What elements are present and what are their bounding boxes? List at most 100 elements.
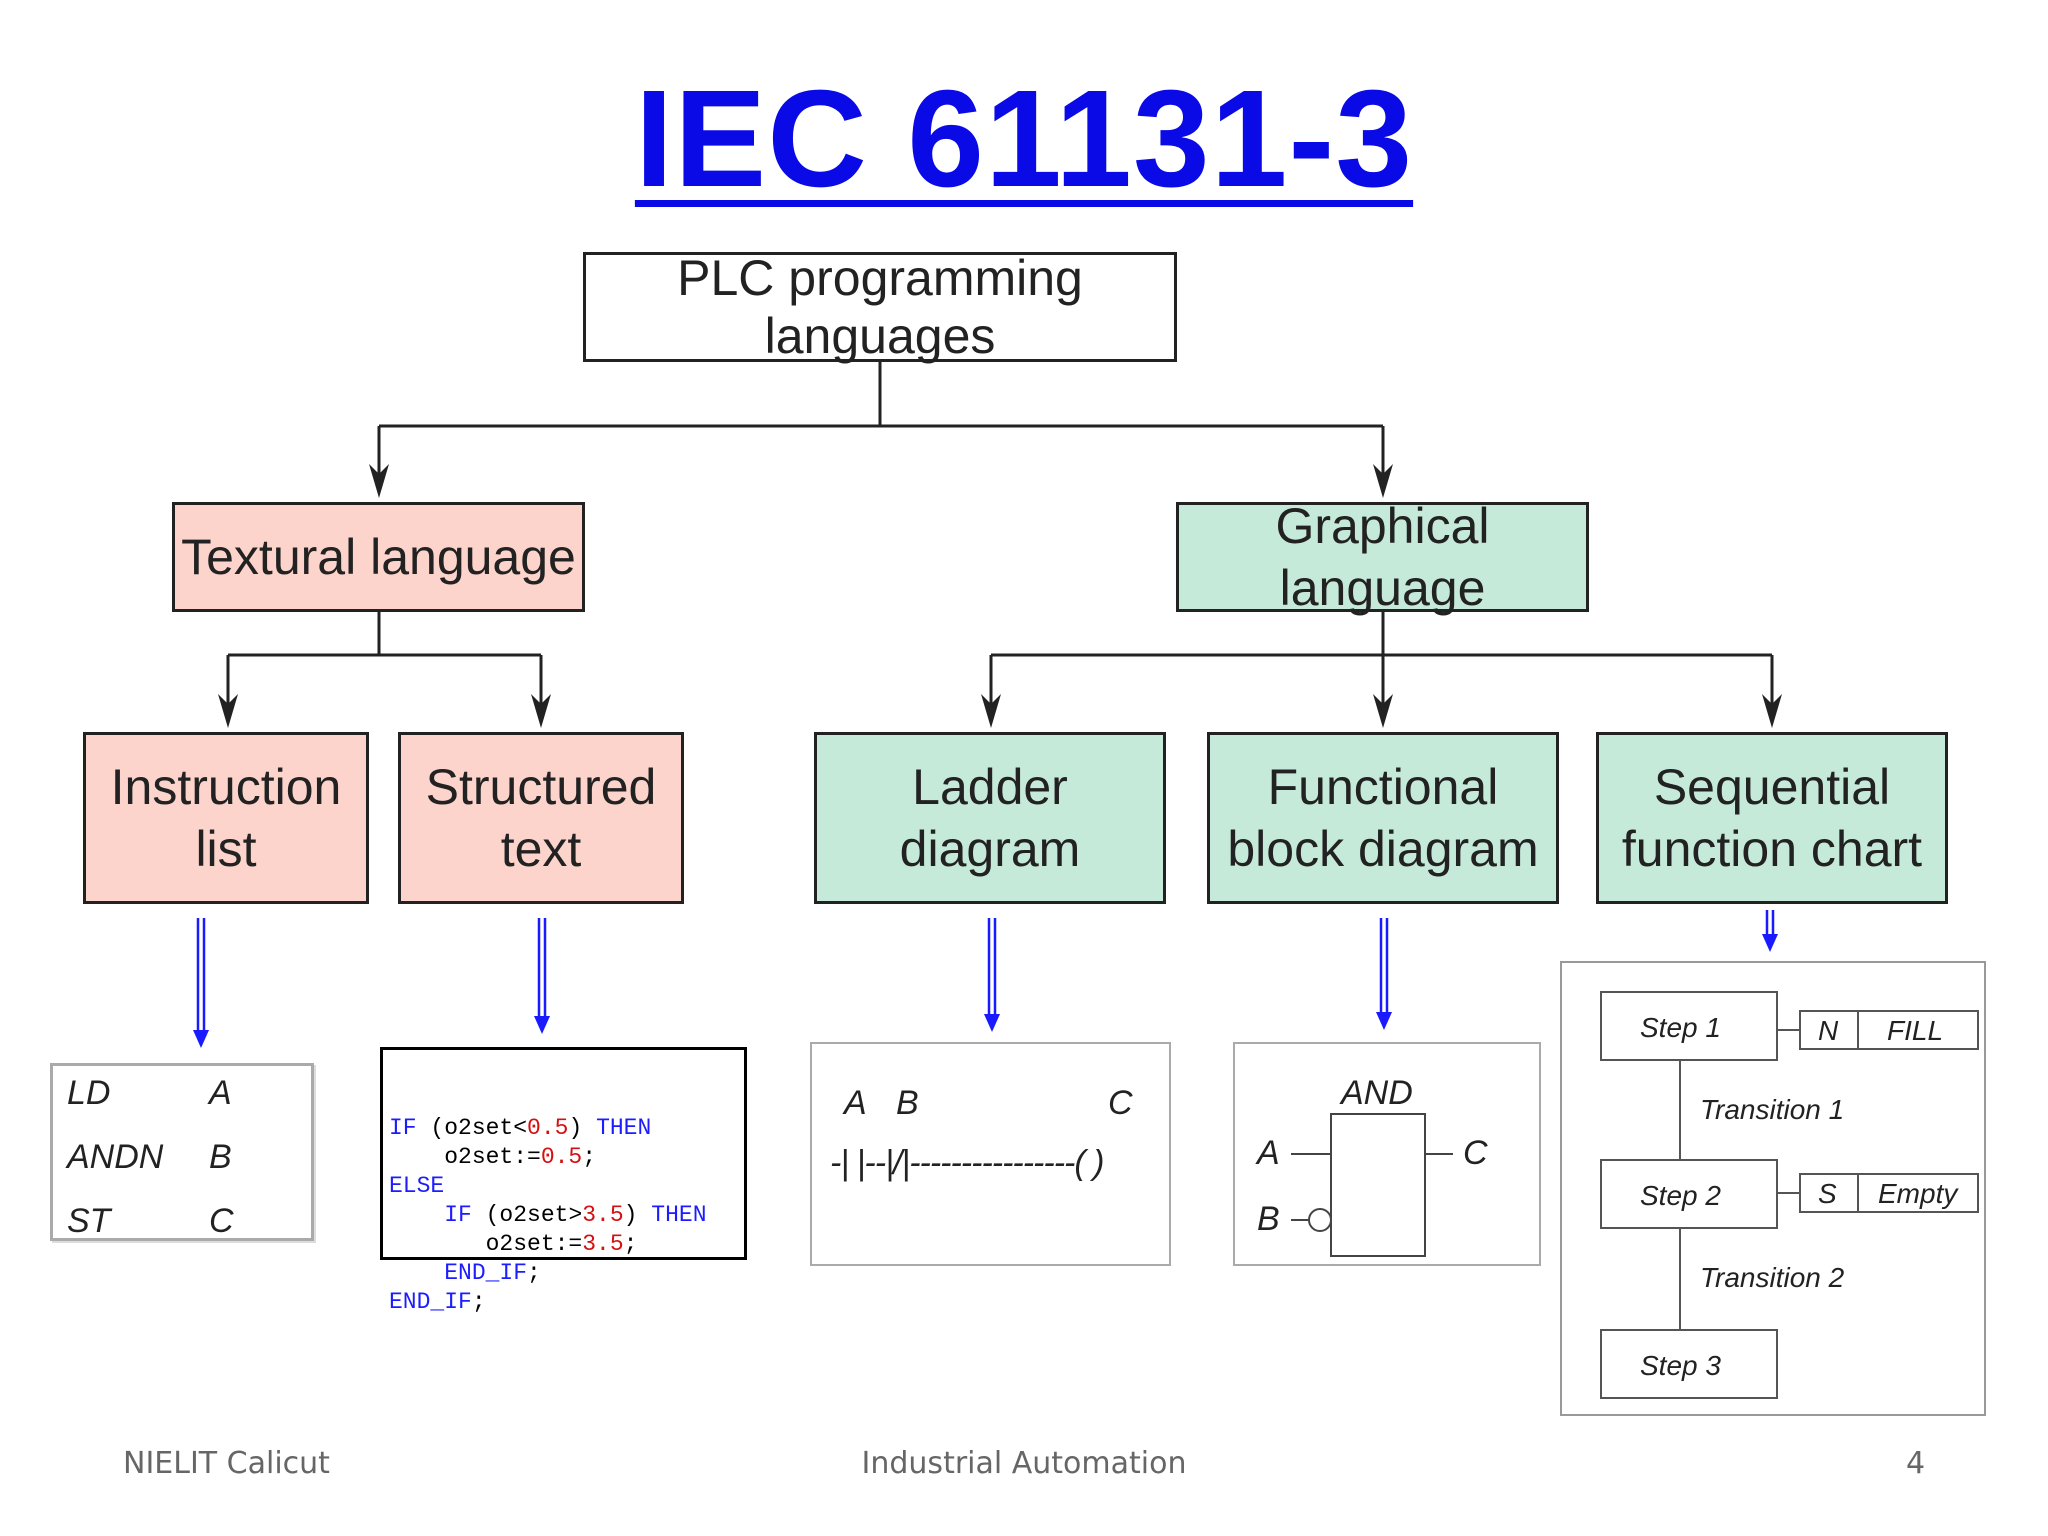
st-keyword: IF <box>444 1202 472 1228</box>
structured-text-line1: Structured <box>425 759 657 815</box>
il-row: ST C <box>67 1202 307 1252</box>
footer-page-number: 4 <box>1906 1446 1926 1481</box>
ladder-contact-b: B <box>896 1084 919 1122</box>
step-3-box <box>1600 1329 1778 1399</box>
fbd-line1: Functional <box>1267 759 1499 815</box>
action-1-box <box>1799 1010 1979 1050</box>
ladder-example-panel: A B C -| |--|/|----------------( ) <box>810 1042 1171 1266</box>
st-example-panel: IF (o2set<0.5) THEN o2set:=0.5;ELSE IF (… <box>380 1047 747 1315</box>
arrowhead <box>369 464 389 498</box>
fbd-box: Functional block diagram <box>1207 732 1559 904</box>
example-arrowhead <box>1376 1012 1392 1030</box>
graphical-language-box: Graphical language <box>1176 498 1589 616</box>
step-2-box <box>1600 1159 1778 1229</box>
st-keyword: END_IF <box>444 1260 528 1286</box>
graphical-language-label: Graphical language <box>1275 498 1490 616</box>
st-keyword: THEN <box>651 1202 707 1228</box>
structured-text-line2: text <box>500 821 582 877</box>
fbd-gate-drawing <box>1291 1113 1453 1257</box>
il-operand: C <box>209 1202 234 1240</box>
root-label: PLC programming languages <box>677 250 1083 364</box>
st-token: (o2set< <box>416 1115 528 1141</box>
sfc-action-2: Empty <box>1878 1178 1958 1209</box>
instruction-list-line1: Instruction <box>110 759 342 815</box>
st-token: (o2set> <box>471 1202 583 1228</box>
structured-text-box: Structured text <box>398 732 684 904</box>
arrowhead <box>218 694 238 728</box>
st-token: o2set:= <box>389 1144 541 1170</box>
and-gate-block <box>1330 1113 1426 1257</box>
il-operand: B <box>209 1138 232 1176</box>
fbd-output-c: C <box>1463 1134 1488 1172</box>
st-code-line: END_IF; <box>389 1259 738 1288</box>
sfc-line2: function chart <box>1621 821 1923 877</box>
st-token <box>389 1202 444 1228</box>
st-token: ; <box>623 1231 638 1257</box>
sfc-box: Sequential function chart <box>1596 732 1948 904</box>
fbd-input-b: B <box>1257 1200 1280 1238</box>
sfc-transition-1: Transition 1 <box>1700 1094 1845 1125</box>
st-code-line: o2set:=0.5; <box>389 1143 738 1172</box>
instruction-list-box: Instruction list <box>83 732 369 904</box>
st-code-line: o2set:=3.5; <box>389 1230 738 1259</box>
example-arrowhead <box>534 1016 550 1034</box>
footer-left: NIELIT Calicut <box>123 1446 330 1481</box>
st-token: ; <box>527 1260 541 1286</box>
arrowhead <box>1373 694 1393 728</box>
example-arrowhead <box>984 1014 1000 1032</box>
sfc-action-1-qualifier: N <box>1818 1015 1839 1046</box>
arrowhead <box>981 694 1001 728</box>
ladder-line1: Ladder <box>912 759 1068 815</box>
fbd-line2: block diagram <box>1227 821 1539 877</box>
example-arrowhead <box>1762 934 1778 952</box>
sfc-action-2-qualifier: S <box>1818 1178 1837 1209</box>
il-operator: ANDN <box>67 1138 164 1176</box>
arrowhead <box>531 694 551 728</box>
il-operand: A <box>209 1074 232 1112</box>
sfc-example-panel: Step 1 Step 2 Step 3 Transition 1 Transi… <box>1560 961 1986 1416</box>
textual-language-box: Textural language <box>172 502 585 612</box>
st-number: 3.5 <box>582 1202 624 1228</box>
st-code-line: IF (o2set<0.5) THEN <box>389 1114 738 1143</box>
st-token: ; <box>471 1289 486 1315</box>
il-example-panel: LD A ANDN B ST C <box>50 1063 314 1241</box>
il-row: ANDN B <box>67 1138 307 1188</box>
st-keyword: IF <box>389 1115 417 1141</box>
instruction-list-line2: list <box>195 821 257 877</box>
sfc-line1: Sequential <box>1653 759 1891 815</box>
st-number: 3.5 <box>582 1231 624 1257</box>
st-token <box>389 1260 444 1286</box>
sfc-drawing <box>1600 991 1979 1399</box>
ladder-diagram-box: Ladder diagram <box>814 732 1166 904</box>
root-box: PLC programming languages <box>583 250 1177 364</box>
st-keyword: END_IF <box>389 1289 472 1315</box>
example-arrowhead <box>193 1030 209 1048</box>
st-code: IF (o2set<0.5) THEN o2set:=0.5;ELSE IF (… <box>389 1114 738 1317</box>
arrowhead <box>1762 694 1782 728</box>
fbd-gate-label: AND <box>1341 1074 1413 1112</box>
st-code-line: END_IF; <box>389 1288 738 1317</box>
fbd-example-panel: AND A B C <box>1233 1042 1541 1266</box>
st-token: o2set:= <box>389 1231 583 1257</box>
arrowhead <box>1373 464 1393 498</box>
st-keyword: ELSE <box>389 1173 445 1199</box>
il-row: LD A <box>67 1074 307 1124</box>
slide-title: IEC 61131-3 <box>634 62 1414 216</box>
step-1-box <box>1600 991 1778 1061</box>
st-token: ; <box>582 1144 597 1170</box>
sfc-action-1: FILL <box>1887 1015 1944 1046</box>
st-code-line: ELSE <box>389 1172 738 1201</box>
il-operator: ST <box>67 1202 111 1240</box>
footer-center: Industrial Automation <box>861 1446 1187 1481</box>
ladder-line2: diagram <box>899 821 1081 877</box>
st-token: ) <box>568 1115 597 1141</box>
il-operator: LD <box>67 1074 111 1112</box>
st-number: 0.5 <box>540 1144 583 1170</box>
sfc-step-1: Step 1 <box>1640 1012 1721 1043</box>
st-keyword: THEN <box>596 1115 652 1141</box>
sfc-step-2: Step 2 <box>1640 1180 1721 1211</box>
ladder-contact-a: A <box>844 1084 867 1122</box>
st-token: ) <box>623 1202 652 1228</box>
ladder-rung: -| |--|/|----------------( ) <box>830 1144 1104 1182</box>
